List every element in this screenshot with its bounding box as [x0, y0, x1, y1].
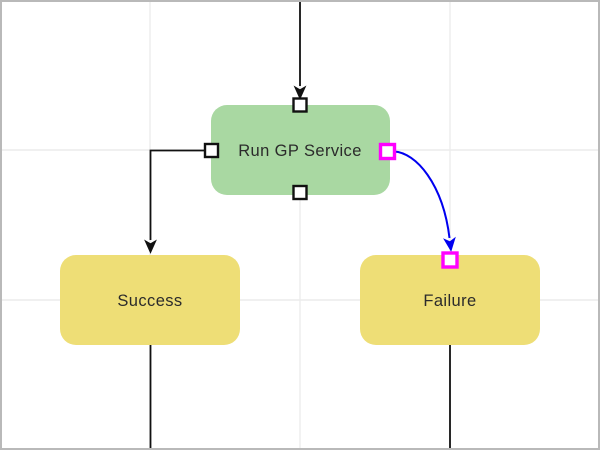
- port-run-gp-top[interactable]: [292, 97, 308, 113]
- port-run-gp-bottom[interactable]: [292, 184, 308, 201]
- node-run-gp-service-label: Run GP Service: [238, 142, 362, 160]
- node-success[interactable]: Success: [60, 255, 240, 345]
- node-run-gp-service-shape[interactable]: [211, 105, 390, 195]
- node-failure[interactable]: Failure: [360, 255, 540, 345]
- edge-run-gp-to-failure-selected[interactable]: [393, 150, 456, 252]
- port-run-gp-left[interactable]: [203, 142, 220, 159]
- ports: [203, 97, 459, 269]
- edges: [144, 0, 456, 448]
- port-failure-top-selected[interactable]: [441, 251, 459, 269]
- node-failure-shape[interactable]: [360, 255, 540, 345]
- node-success-label: Success: [117, 292, 182, 310]
- port-run-gp-right-selected[interactable]: [378, 142, 397, 161]
- node-failure-label: Failure: [423, 292, 476, 310]
- node-run-gp-service[interactable]: Run GP Service: [211, 105, 390, 195]
- edge-run-gp-to-success[interactable]: [144, 149, 206, 254]
- node-success-shape[interactable]: [60, 255, 240, 345]
